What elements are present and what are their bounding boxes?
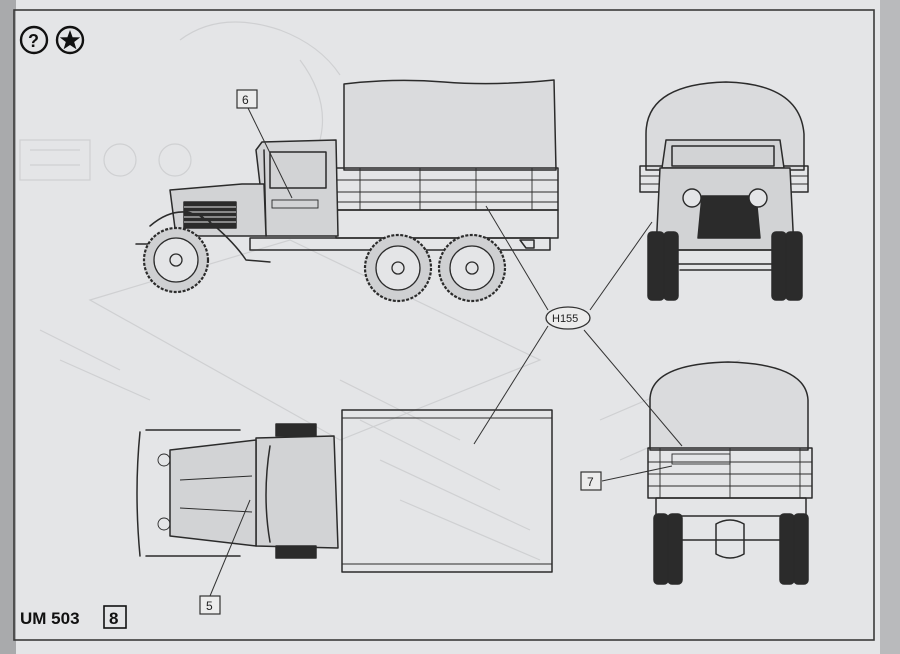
- star-icon: [55, 25, 85, 55]
- sheet-frame: [13, 9, 875, 641]
- truck-rear-view: [647, 361, 813, 585]
- svg-text:7: 7: [587, 475, 594, 489]
- question-icon: ?: [19, 25, 49, 55]
- svg-text:UM 503: UM 503: [20, 609, 80, 628]
- side-rear-wheel-2: [437, 233, 507, 303]
- svg-text:6: 6: [242, 93, 249, 107]
- truck-front-view: [639, 81, 809, 301]
- callout-part-6: 6: [236, 89, 258, 109]
- svg-text:5: 5: [206, 599, 213, 613]
- svg-text:8: 8: [109, 609, 118, 628]
- side-front-wheel: [142, 226, 210, 294]
- side-rear-wheel-1: [363, 233, 433, 303]
- footer-page-number: 8: [103, 605, 127, 629]
- svg-text:?: ?: [28, 31, 39, 51]
- paint-code-callout: H155: [545, 306, 591, 330]
- paper-right-edge: [880, 0, 900, 654]
- leader-lines: [209, 107, 683, 597]
- paper-left-shadow: [0, 0, 16, 654]
- svg-text:H155: H155: [552, 313, 578, 325]
- truck-top-view: [136, 409, 553, 573]
- truck-side-view: [135, 79, 559, 303]
- footer-model-code: UM 503: [20, 609, 80, 628]
- callout-part-5: 5: [199, 595, 221, 615]
- callout-part-7: 7: [580, 471, 602, 491]
